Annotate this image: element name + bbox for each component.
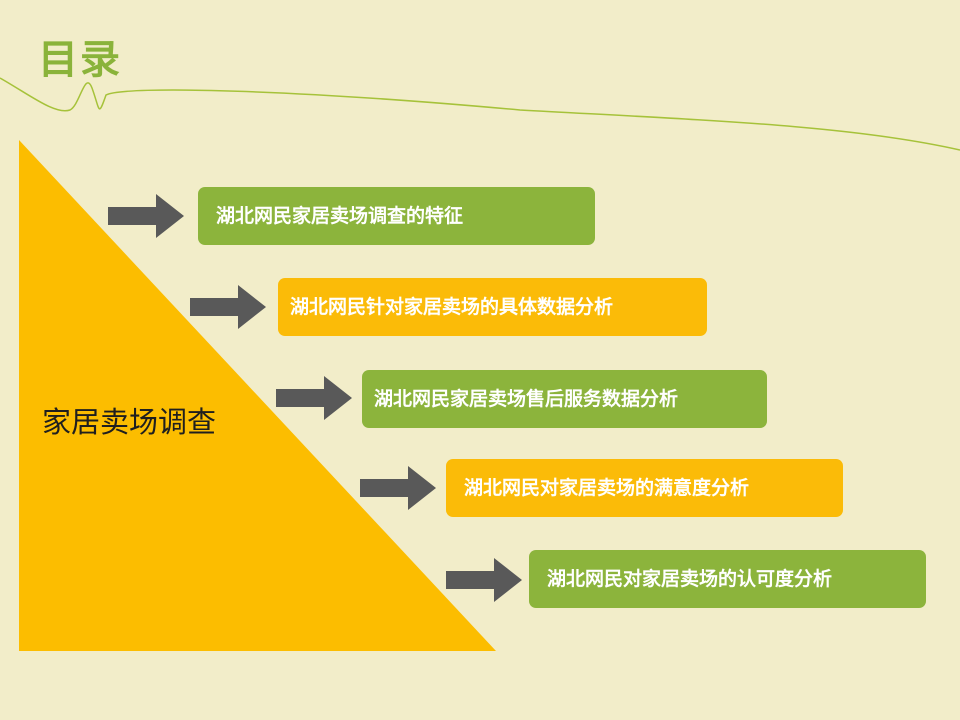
page-title: 目录 [38,37,122,83]
decorative-wave-line [0,77,960,151]
toc-item-1[interactable]: 湖北网民家居卖场调查的特征 [198,187,595,245]
arrow-right-icon [360,466,436,510]
arrow-right-icon [276,376,352,420]
arrow-right-icon [446,558,522,602]
arrow-right-icon [190,285,266,329]
decorative-triangle [19,140,496,651]
toc-item-4[interactable]: 湖北网民对家居卖场的满意度分析 [446,459,843,517]
toc-item-3[interactable]: 湖北网民家居卖场售后服务数据分析 [362,370,767,428]
arrow-right-icon [108,194,184,238]
toc-item-5[interactable]: 湖北网民对家居卖场的认可度分析 [529,550,926,608]
subject-label: 家居卖场调查 [42,405,217,439]
toc-item-2[interactable]: 湖北网民针对家居卖场的具体数据分析 [278,278,707,336]
